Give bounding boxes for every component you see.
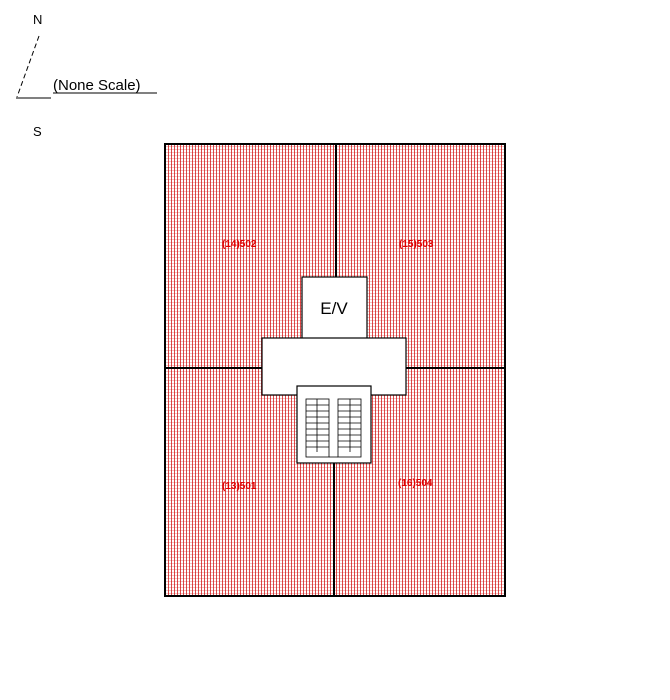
unit-label-south-west: (13)501 (222, 481, 257, 492)
unit-labels: (14)502 (15)503 (13)501 (16)504 (222, 239, 434, 492)
north-label: N (33, 12, 42, 27)
north-arrow-dashed-line (16, 35, 40, 98)
elevator-label: E/V (320, 299, 348, 318)
unit-label-north-west: (14)502 (222, 239, 257, 250)
building-core: E/V (261, 276, 407, 464)
stair-icon (305, 398, 362, 458)
north-arrow: N (None Scale) S (16, 12, 157, 139)
elevator-shaft[interactable] (301, 276, 368, 340)
south-label: S (33, 124, 42, 139)
stair-core[interactable] (296, 385, 372, 464)
unit-label-north-east: (15)503 (399, 239, 434, 250)
unit-label-south-east: (16)504 (398, 478, 433, 489)
scale-note: (None Scale) (53, 77, 141, 94)
